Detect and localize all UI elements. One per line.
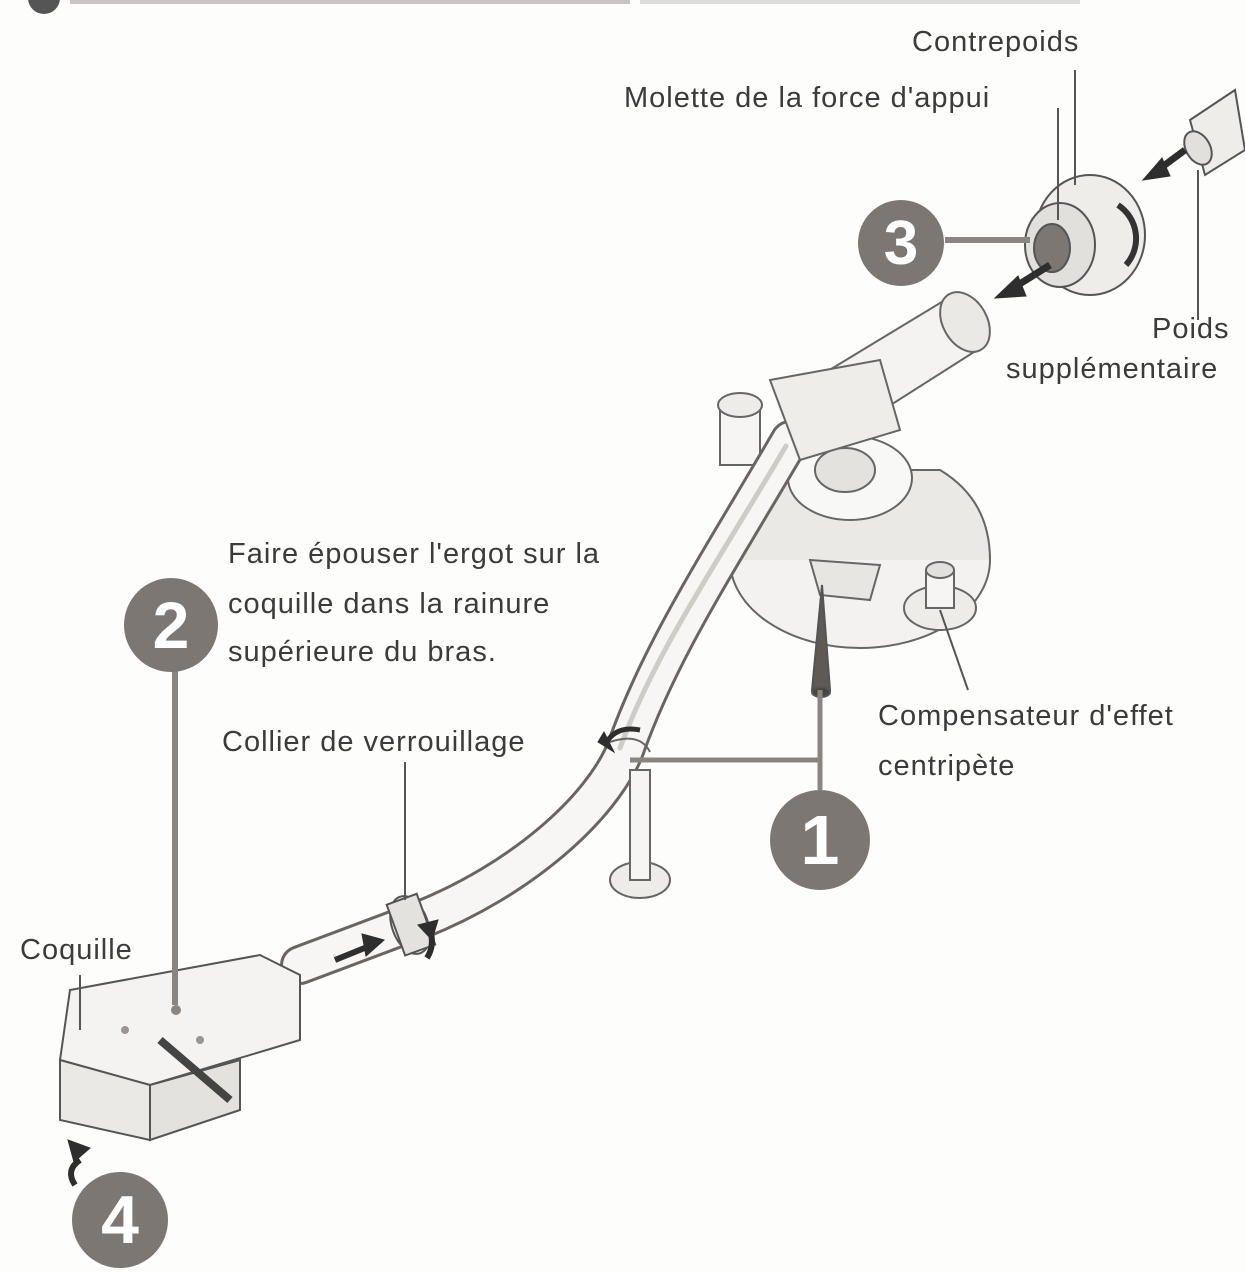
label-contrepoids: Contrepoids bbox=[912, 26, 1080, 58]
step-4-badge: 4 bbox=[72, 1172, 168, 1268]
label-molette: Molette de la force d'appui bbox=[624, 82, 991, 114]
label-coquille: Coquille bbox=[20, 934, 133, 966]
headshell bbox=[58, 953, 301, 1142]
arm-tube bbox=[280, 420, 810, 985]
step-3-badge: 3 bbox=[858, 200, 944, 286]
rear-arm-tube bbox=[768, 291, 991, 462]
label-compensateur-line1: Compensateur d'effet bbox=[878, 700, 1174, 732]
locking-collar bbox=[385, 892, 437, 957]
step-2-badge: 2 bbox=[124, 578, 218, 672]
label-collier: Collier de verrouillage bbox=[222, 726, 526, 758]
label-compensateur-line2: centripète bbox=[878, 750, 1016, 782]
additional-weight bbox=[1183, 88, 1245, 177]
label-poids-line1: Poids bbox=[1152, 313, 1230, 345]
counterweight bbox=[1024, 174, 1146, 296]
cut-off-heading bbox=[28, 0, 1080, 14]
label-poids-line2: supplémentaire bbox=[1006, 353, 1219, 385]
arrow-icon bbox=[67, 147, 1188, 1187]
label-faire-line1: Faire épouser l'ergot sur la bbox=[228, 538, 601, 570]
anti-skate-knob bbox=[903, 561, 977, 631]
arm-rest bbox=[609, 737, 671, 899]
step-1-badge: 1 bbox=[770, 790, 870, 890]
label-faire-line3: supérieure du bras. bbox=[228, 636, 497, 668]
leader-lines bbox=[79, 70, 1199, 1030]
label-faire-line2: coquille dans la rainure bbox=[228, 588, 551, 620]
